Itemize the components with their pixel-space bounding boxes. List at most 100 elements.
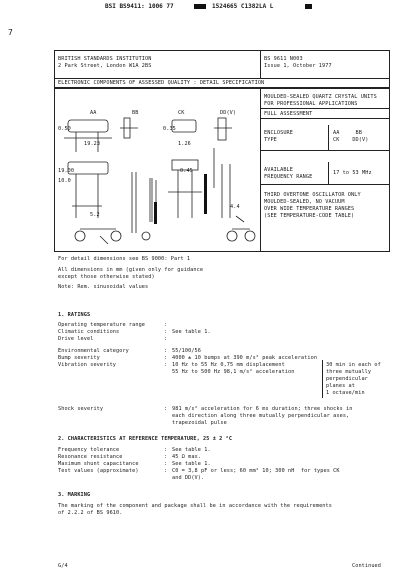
rating-label: Environmental category <box>58 348 129 354</box>
rating-value: See table 1. <box>172 329 211 335</box>
rating-label: Vibration severity <box>58 362 117 368</box>
label-bb: BB <box>132 110 139 116</box>
rating-label: Operating temperature range <box>58 322 146 328</box>
right-col-divider-1 <box>328 125 329 150</box>
enclosure-values-1: AA BB <box>333 130 363 136</box>
dimension-note-3: except those otherwise stated) <box>58 274 155 280</box>
header-box <box>54 50 390 88</box>
rating-value: 55/100/56 <box>172 348 202 354</box>
right-rule-2 <box>260 118 390 119</box>
shock-value-1: 981 m/s² acceleration for 6 ms duration;… <box>172 406 353 412</box>
marking-text-2: of 2.2.2 of BS 9610. <box>58 510 123 516</box>
issuer-line-2: 2 Park Street, London W1A 2BS <box>58 63 152 69</box>
rating-colon: : <box>164 348 168 354</box>
barcode-block <box>194 4 206 9</box>
char-colon: : <box>164 454 168 460</box>
rating-label: Drive level <box>58 336 94 342</box>
char-label: Test values (approximate) <box>58 468 139 474</box>
enclosure-values-2: CK DD(V) <box>333 137 369 143</box>
rating-colon: : <box>164 362 168 368</box>
side-box-line: three mutually <box>326 369 372 375</box>
marking-text-1: The marking of the component and package… <box>58 503 332 509</box>
dim-0-35: 0.35 <box>163 126 176 132</box>
char-value: See table 1. <box>172 461 211 467</box>
dimension-note-1: For detail dimensions see BS 9000: Part … <box>58 256 191 262</box>
side-box-line: planes at <box>326 383 356 389</box>
right-note-4: (SEE TEMPERATURE-CODE TABLE) <box>264 213 355 219</box>
top-bar-right: 1524665 C1382LA L <box>212 3 274 10</box>
right-note-3: OVER WIDE TEMPERATURE RANGES <box>264 206 355 212</box>
freq-range: 17 to 53 MHz <box>333 170 372 176</box>
footer-page: G/4 <box>58 563 68 569</box>
title-bar: ELECTRONIC COMPONENTS OF ASSESSED QUALIT… <box>58 80 265 86</box>
label-ck: CK <box>178 110 185 116</box>
rating-value: 4000 ± 10 bumps at 390 m/s² peak acceler… <box>172 355 318 361</box>
freq-label-2: FREQUENCY RANGE <box>264 174 313 180</box>
section-2-heading: 2. CHARACTERISTICS AT REFERENCE TEMPERAT… <box>58 436 233 442</box>
char-label: Maximum shunt capacitance <box>58 461 139 467</box>
footer-continued: Continued <box>352 563 382 569</box>
dim-5-2: 5.2 <box>90 212 100 218</box>
right-rule-4 <box>260 184 390 185</box>
issuer-line-1: BRITISH STANDARDS INSTITUTION <box>58 56 152 62</box>
drawings-divider <box>260 88 261 252</box>
right-note-2: MOULDED-SEALED, NO VACUUM <box>264 199 345 205</box>
dim-0-45: 0.45 <box>180 168 193 174</box>
label-dd: DD(V) <box>220 110 237 116</box>
rating-value: 55 Hz to 500 Hz 98,1 m/s² acceleration <box>172 369 295 375</box>
enclosure-type: TYPE <box>264 137 277 143</box>
margin-mark: 7 <box>8 28 13 37</box>
section-3-heading: 3. MARKING <box>58 492 91 498</box>
right-rule-1 <box>260 108 390 109</box>
shock-value-3: trapezoidal pulse <box>172 420 227 426</box>
char-label: Resonance resistance <box>58 454 123 460</box>
shock-value-2: each direction along three mutually perp… <box>172 413 350 419</box>
char-value: C0 = 3,8 pF or less; 60 mm² 10; 300 nH f… <box>172 468 340 474</box>
right-rule-3 <box>260 150 390 151</box>
rating-label: Bump severity <box>58 355 100 361</box>
barcode-block-2 <box>305 4 312 9</box>
dim-0-50: 0.50 <box>58 126 71 132</box>
spec-issue: Issue 1, October 1977 <box>264 63 332 69</box>
full-assessment: FULL ASSESSMENT <box>264 111 313 117</box>
side-box-line: perpendicular <box>326 376 368 382</box>
rating-colon: : <box>164 355 168 361</box>
char-colon: : <box>164 461 168 467</box>
dim-19-00: 19.00 <box>58 168 75 174</box>
section-1-heading: 1. RATINGS <box>58 312 91 318</box>
side-box-line: 30 min in each of <box>326 362 381 368</box>
side-box-bracket <box>322 360 323 398</box>
freq-label-1: AVAILABLE <box>264 167 294 173</box>
shock-colon: : <box>164 406 168 412</box>
dim-10-0: 10.0 <box>58 178 71 184</box>
char-value: 45 Ω max. <box>172 454 202 460</box>
shock-label: Shock severity <box>58 406 104 412</box>
right-col-divider-2 <box>328 162 329 184</box>
spec-number: BS 9611 N003 <box>264 56 303 62</box>
rating-value: 10 Hz to 55 Hz 0,75 mm displacement <box>172 362 285 368</box>
header-divider <box>260 50 261 78</box>
dim-1-26: 1.26 <box>178 141 191 147</box>
right-note-1: THIRD OVERTONE OSCILLATOR ONLY <box>264 192 361 198</box>
drawings-box <box>54 88 390 252</box>
outline-drawings <box>64 117 256 245</box>
header-title-rule <box>54 78 390 79</box>
right-heading-1: MOULDED-SEALED QUARTZ CRYSTAL UNITS <box>264 94 377 100</box>
top-bar-left: BSI BS9411: 1006 77 <box>105 3 174 10</box>
rating-label: Climatic conditions <box>58 329 120 335</box>
top-bar: BSI BS9411: 1006 77 1524665 C1382LA L <box>0 0 416 12</box>
enclosure-label: ENCLOSURE <box>264 130 294 136</box>
dim-19-23: 19.23 <box>84 141 101 147</box>
char-value: See table 1. <box>172 447 211 453</box>
dim-4-4: 4.4 <box>230 204 240 210</box>
char-colon: : <box>164 447 168 453</box>
char-value: and DD(V). <box>172 475 205 481</box>
char-colon: : <box>164 468 168 474</box>
dimension-note-4: Note: Rem. sinusoidal values <box>58 284 149 290</box>
rating-colon: : <box>164 322 168 328</box>
right-heading-2: FOR PROFESSIONAL APPLICATIONS <box>264 101 358 107</box>
dimension-note-2: All dimensions in mm (given only for gui… <box>58 267 204 273</box>
label-aa: AA <box>90 110 97 116</box>
rating-colon: : <box>164 336 168 342</box>
